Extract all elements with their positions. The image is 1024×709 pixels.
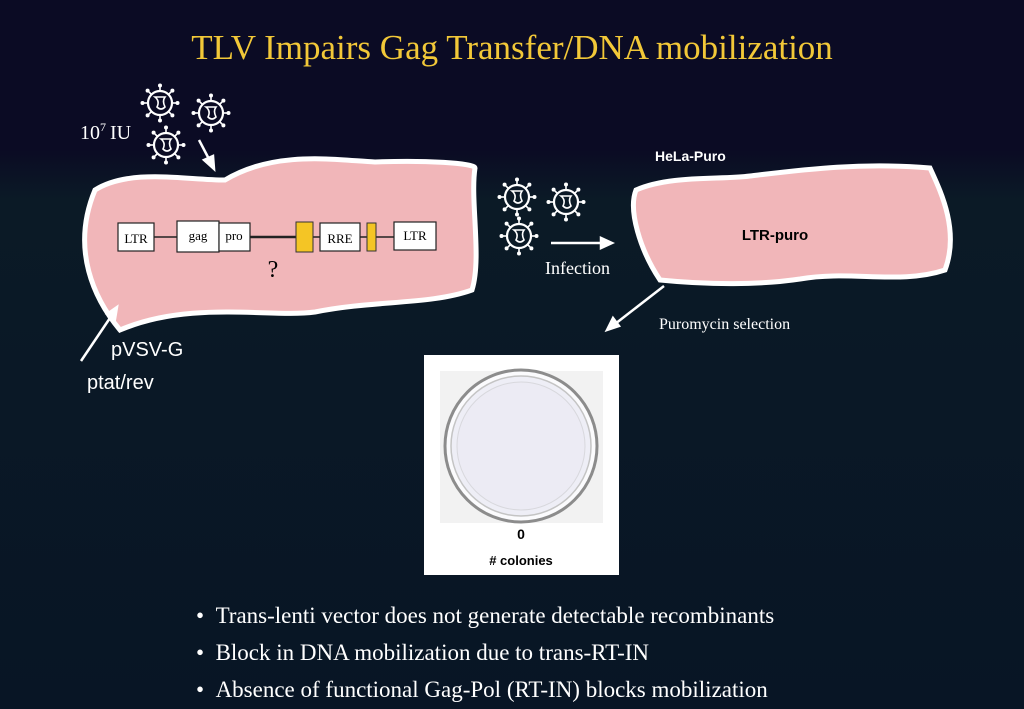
virus-icon — [498, 215, 540, 257]
plasmid-label-vsvg: pVSV-G — [111, 339, 183, 361]
question-mark: ? — [268, 257, 279, 283]
colony-result-panel: 0 # colonies — [424, 355, 619, 575]
bullet-item: • Trans-lenti vector does not generate d… — [196, 603, 775, 628]
selection-label: Puromycin selection — [659, 316, 790, 333]
bullet-item: • Absence of functional Gag-Pol (RT-IN) … — [196, 677, 768, 702]
gag-label: gag — [189, 228, 208, 243]
target-cell — [631, 163, 953, 287]
arrow-head — [599, 236, 616, 250]
bullet-item: • Block in DNA mobilization due to trans… — [196, 640, 650, 665]
ltr-label-left: LTR — [124, 231, 148, 246]
selection-arrow — [614, 285, 665, 325]
cell-line-label: HeLa-Puro — [655, 148, 726, 164]
virus-icon — [545, 181, 587, 223]
rre-box — [319, 222, 361, 252]
ltr-label-right: LTR — [403, 228, 427, 243]
producer-cell — [82, 156, 479, 334]
virus-icon — [190, 92, 232, 134]
infection-label: Infection — [545, 258, 610, 278]
ltr-box-right — [393, 221, 437, 251]
pro-box — [218, 222, 251, 252]
transfection-arrow — [79, 314, 114, 362]
virus-icon — [139, 82, 181, 124]
virus-icon — [145, 124, 187, 166]
virus-icon — [496, 176, 538, 218]
target-construct-label: LTR-puro — [742, 227, 808, 244]
yellow-element-small — [366, 222, 377, 252]
plasmid-label-tatrev: ptat/rev — [87, 372, 154, 394]
colony-count: 0 — [517, 526, 525, 542]
yellow-element — [295, 221, 314, 253]
colony-label: # colonies — [489, 553, 553, 568]
rre-label: RRE — [327, 231, 352, 246]
ltr-box-left — [117, 222, 155, 252]
petri-dish-image: 0 # colonies — [440, 368, 603, 568]
pro-label: pro — [225, 228, 242, 243]
arrow-head — [604, 315, 622, 333]
page-title: TLV Impairs Gag Transfer/DNA mobilizatio… — [191, 28, 833, 67]
arrow-head — [201, 154, 216, 173]
arrow-head — [104, 304, 119, 322]
bullet-list: • Trans-lenti vector does not generate d… — [196, 597, 774, 708]
